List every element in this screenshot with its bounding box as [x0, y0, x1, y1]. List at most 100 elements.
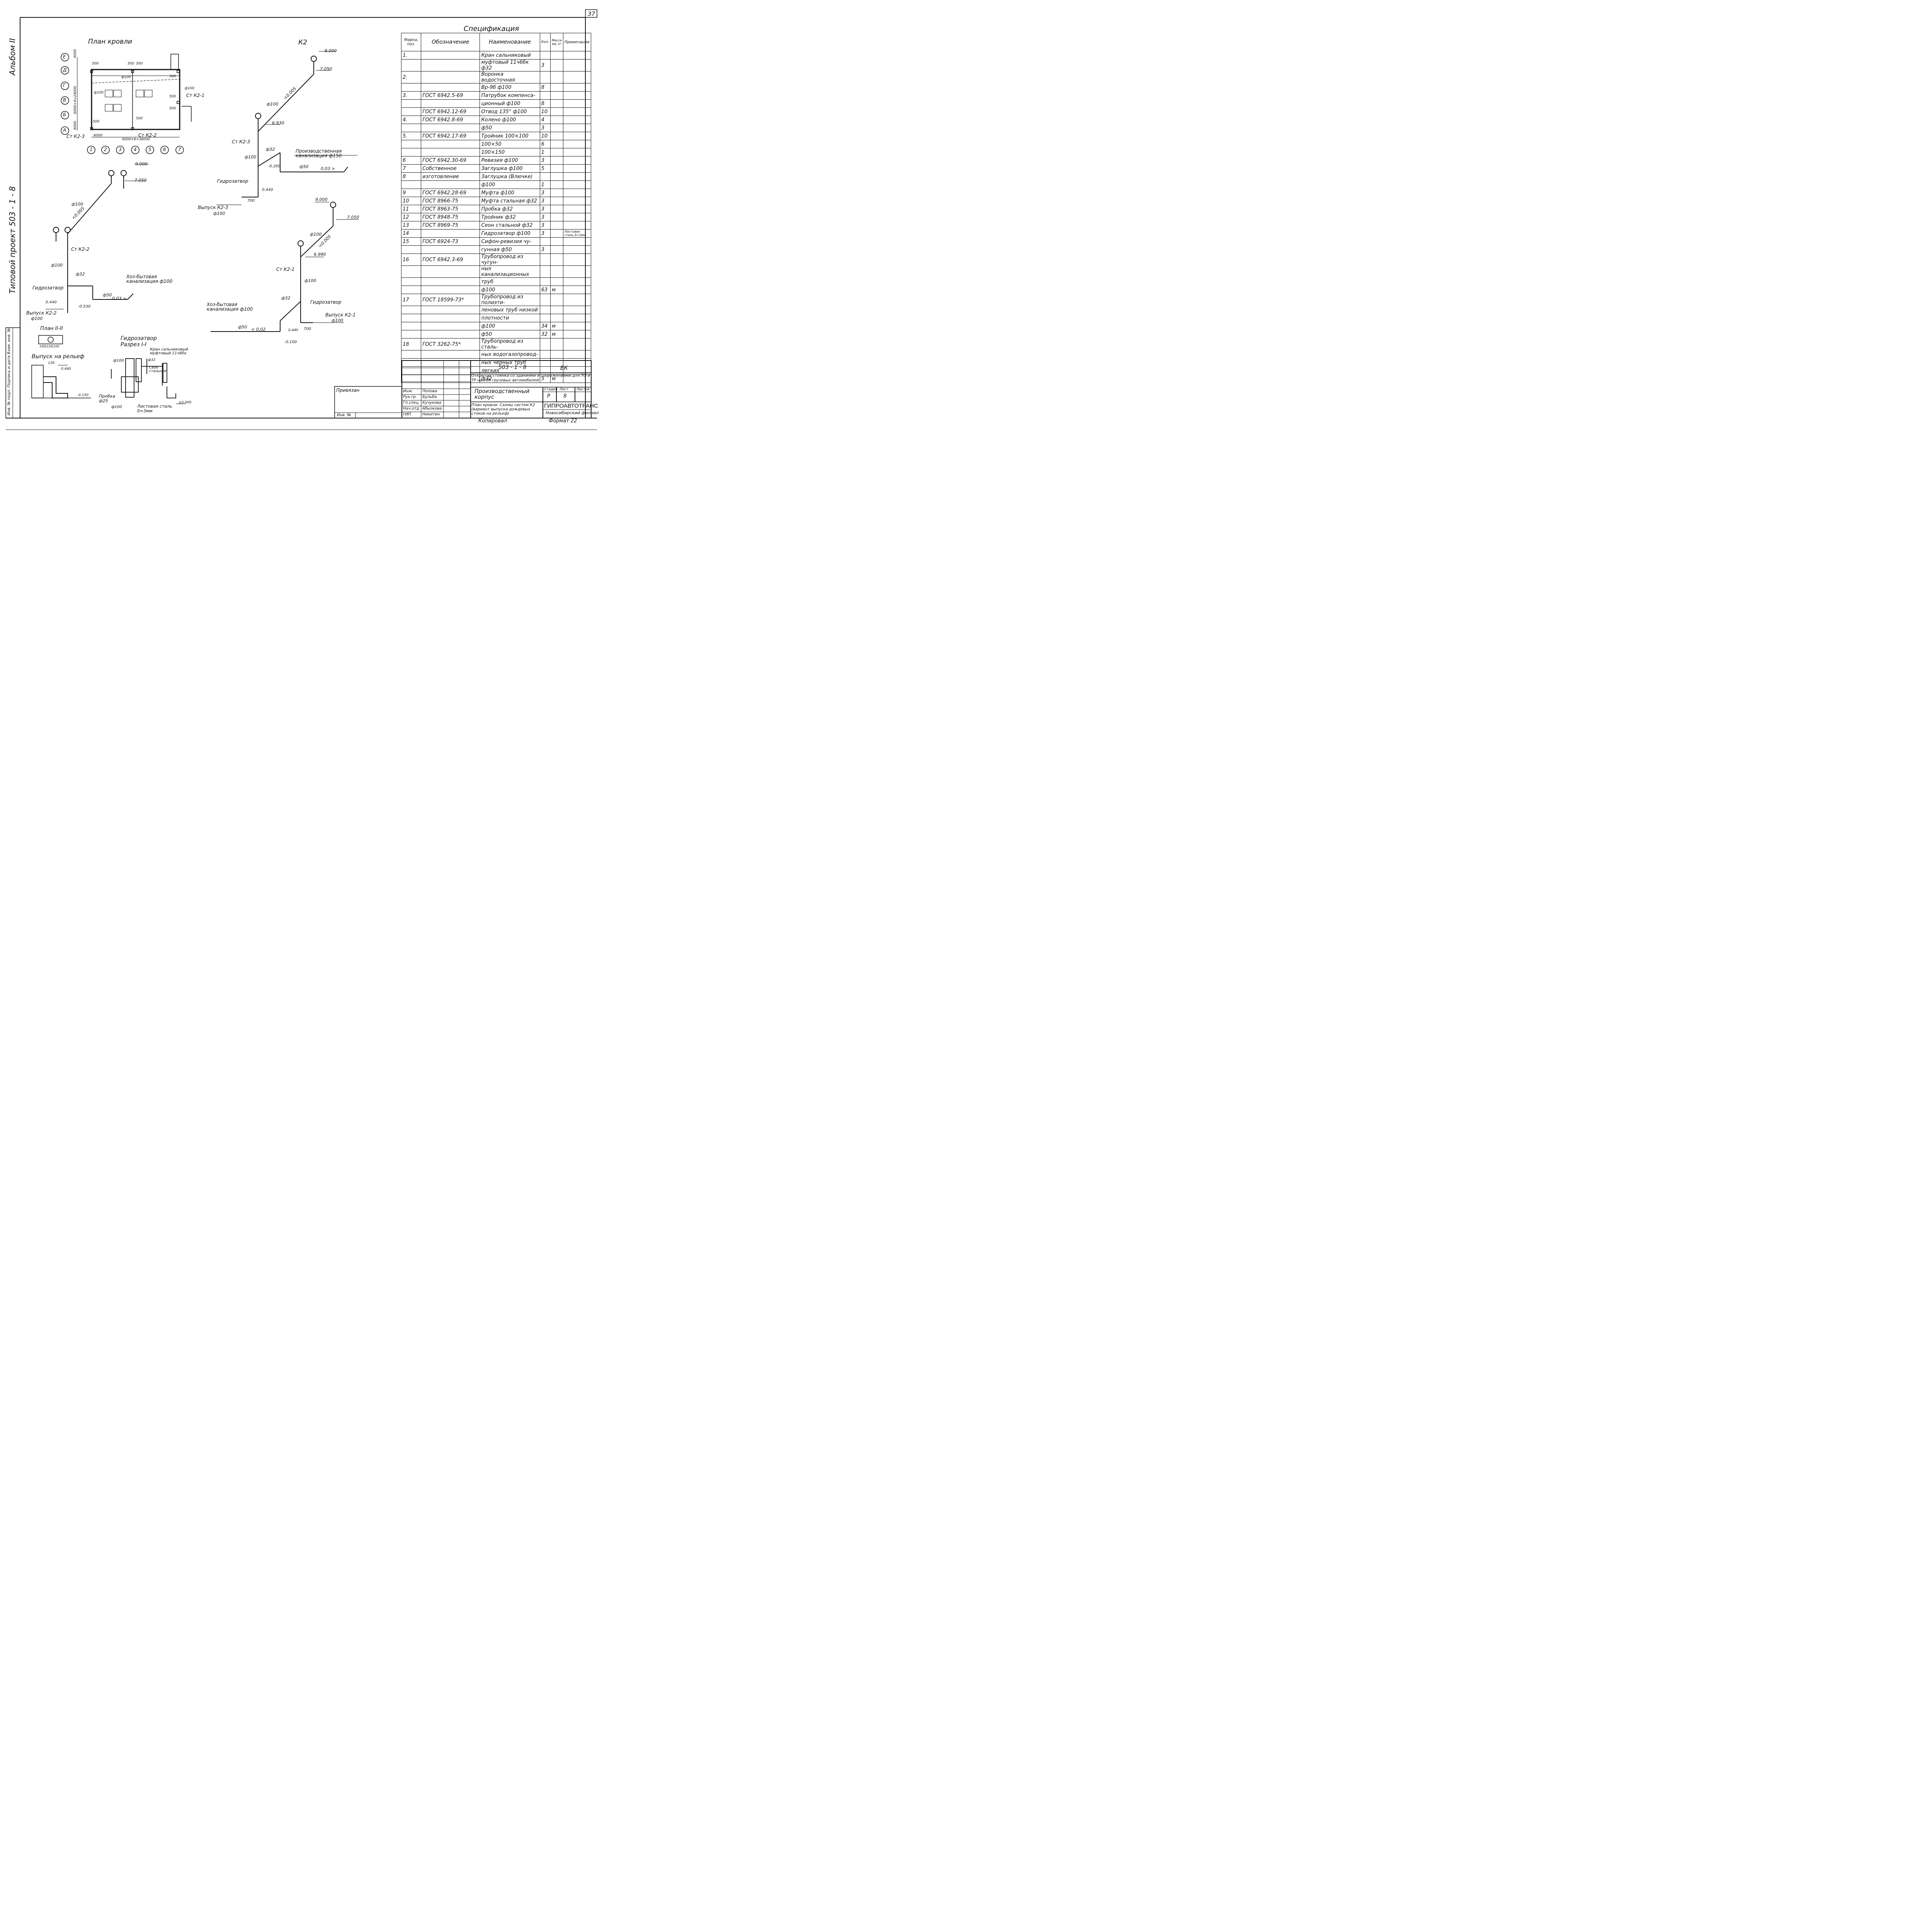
title-block-person: Попова: [422, 389, 437, 393]
detail-hydro: [111, 358, 185, 404]
k23-el-440: 0.440: [262, 188, 273, 192]
spec-cell-note: [563, 374, 592, 383]
spec-cell-note: [563, 116, 592, 124]
k21-el-9000: 9.000: [315, 197, 328, 202]
k21-d32: ф32: [281, 296, 291, 301]
spec-cell-designation: [421, 148, 480, 156]
dim-500-e: 500: [169, 95, 176, 99]
spec-cell-qty: 6: [539, 140, 551, 148]
k23-vypusk-d: ф100: [213, 211, 225, 216]
spec-cell-mass: [550, 132, 563, 140]
spec-table: Марка, поз. Обозначение Наименование Кол…: [401, 33, 592, 383]
k23-el-6930: 6.930: [272, 121, 284, 126]
page-number: 37: [588, 10, 595, 17]
k22-koz-byt: Хоз-бытовая канализация ф100: [126, 274, 173, 284]
spec-cell-mass: [550, 253, 563, 266]
spec-cell-designation: [421, 358, 480, 367]
spec-cell-qty: [539, 91, 551, 100]
spec-cell-note: [563, 148, 592, 156]
spec-cell-name: Колено ф100: [480, 116, 540, 124]
hydro-el-0000: ±0.000: [179, 401, 192, 405]
spec-cell-mass: [550, 99, 563, 108]
spec-cell-name: Муфта стальная ф32: [480, 197, 540, 205]
roof-d100-c: ф100: [185, 87, 194, 90]
vypusk-dim130: 130: [48, 361, 55, 365]
spec-cell-qty: [539, 277, 551, 286]
stadia-value: Р: [547, 393, 550, 399]
drawing-sheet: [5, 9, 597, 430]
spec-cell-mark: 9: [401, 189, 422, 197]
spec-cell-designation: [421, 59, 480, 71]
list-value: 8: [563, 393, 567, 399]
spec-cell-mark: 12: [401, 213, 422, 221]
spec-cell-mark: [401, 148, 422, 156]
spec-cell-qty: [539, 237, 551, 246]
spec-cell-mass: [550, 306, 563, 314]
k2-title: К2: [298, 39, 307, 46]
spec-cell-designation: ГОСТ 8969-75: [421, 221, 480, 230]
spec-cell-mark: [401, 350, 422, 359]
spec-cell-mark: [401, 277, 422, 286]
spec-cell-qty: 3: [539, 221, 551, 230]
spec-row: ных канализационных: [401, 265, 592, 278]
spec-cell-mark: 14: [401, 229, 422, 238]
spec-col-note: Примечание: [563, 33, 592, 51]
spec-cell-designation: ГОСТ 6924-73: [421, 237, 480, 246]
spec-cell-note: [563, 205, 592, 213]
k22-d50: ф50: [103, 293, 112, 298]
spec-cell-name: ф50: [480, 124, 540, 132]
spec-cell-note: [563, 189, 592, 197]
spec-cell-mark: [401, 265, 422, 278]
k23-el-9000: 9.000: [325, 48, 337, 53]
spec-row: 2.Воронка водосточная: [401, 71, 592, 83]
spec-cell-qty: 3: [539, 205, 551, 213]
spec-cell-designation: [421, 140, 480, 148]
spec-cell-qty: 1: [539, 148, 551, 156]
spec-cell-note: [563, 140, 592, 148]
spec-cell-qty: 3: [539, 59, 551, 71]
spec-cell-mass: [550, 180, 563, 189]
k21-slope-002: < 0,02: [251, 327, 266, 332]
k23-dim700: 700: [247, 199, 255, 203]
spec-cell-mark: [401, 180, 422, 189]
spec-cell-mark: 17: [401, 294, 422, 306]
spec-row: труб: [401, 277, 592, 286]
spec-cell-name: Тройник 100×100: [480, 132, 540, 140]
spec-cell-mass: [550, 229, 563, 238]
spec-cell-note: [563, 221, 592, 230]
spec-cell-name: гунная ф50: [480, 245, 540, 254]
k22-d100: ф100: [71, 202, 83, 207]
spec-cell-designation: Собственное: [421, 164, 480, 173]
spec-cell-mass: [550, 350, 563, 359]
roof-st-k2-1: Ст К2-1: [186, 93, 205, 98]
spec-cell-note: [563, 277, 592, 286]
spec-cell-qty: 8: [539, 83, 551, 92]
spec-cell-name: Муфта ф100: [480, 189, 540, 197]
axis-d: Д: [63, 67, 67, 73]
spec-cell-designation: ГОСТ 6942.3-69: [421, 253, 480, 266]
spec-cell-designation: [421, 314, 480, 322]
spec-col-mass: Масса ед, кг: [550, 33, 563, 51]
spec-cell-name: 100×150: [480, 148, 540, 156]
roof-plan-title: План кровли: [88, 38, 132, 46]
spec-cell-name: Трубопровод из чугун-: [480, 253, 540, 266]
inv-label: Инв. №: [337, 413, 351, 417]
dim-500-a: 500: [92, 62, 99, 66]
spec-col-mark: Марка, поз.: [401, 33, 422, 51]
privyazan-label: Привязан: [336, 388, 360, 393]
spec-cell-designation: ГОСТ 3262-75*: [421, 338, 480, 350]
hydro-listovaya: Листовая сталь δ=3мм: [137, 404, 172, 413]
spec-cell-name: Сеон стальной ф32: [480, 221, 540, 230]
spec-col-designation: Обозначение: [421, 33, 480, 51]
k23-hydro: Гидрозатвор: [217, 179, 248, 184]
spec-cell-mass: м: [550, 286, 563, 294]
